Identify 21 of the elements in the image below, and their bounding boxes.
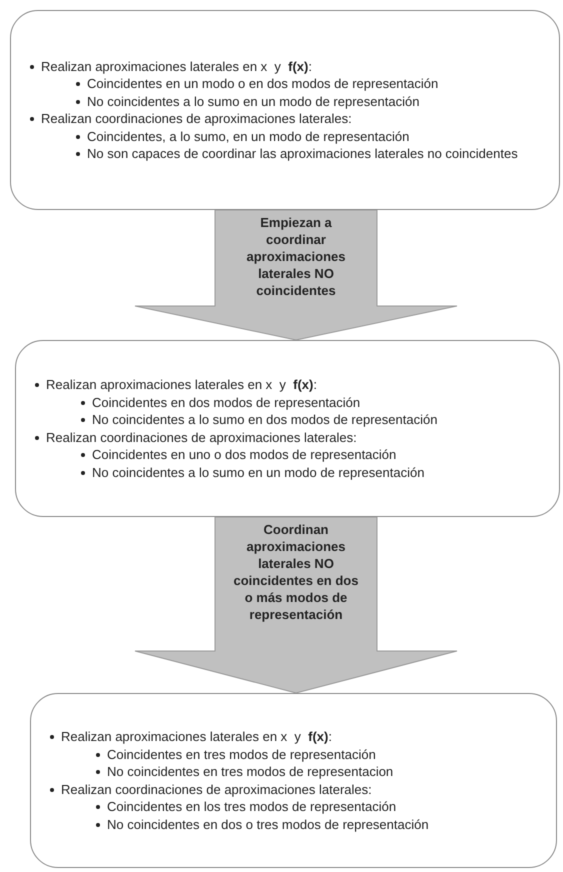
bullet-text: Coincidentes en dos modos de representación — [92, 394, 360, 410]
bullet-text: No son capaces de coordinar las aproximaciones laterales no coincidentes — [87, 146, 518, 161]
bullet-text: No coincidentes a lo sumo en un modo de representación — [87, 94, 420, 108]
bullet-text: Coincidentes en un modo o en dos modos de representación — [87, 76, 438, 91]
bullet-text: No coincidentes a lo sumo en dos modos de representación — [92, 412, 438, 427]
bullet-text: Realizan aproximaciones laterales en x y f(x): — [61, 729, 332, 744]
bullet-text: Realizan coordinaciones de aproximaciones laterales: — [41, 111, 352, 126]
bullet-text: Realizan coordinaciones de aproximaciones laterales: — [61, 782, 372, 796]
rounded-box — [15, 340, 560, 517]
bullet-text: Coincidentes en los tres modos de representación — [107, 799, 396, 814]
bullet-text: Realizan aproximaciones laterales en x y f(x): — [46, 377, 317, 392]
bullet-text: Realizan aproximaciones laterales en x y f(x): — [41, 58, 312, 74]
bullet-text: Coincidentes, a lo sumo, en un modo de representación — [87, 128, 410, 144]
rounded-box — [10, 10, 560, 210]
bullet-text: No coincidentes en tres modos de representacion — [107, 764, 394, 779]
bullet-text: No coincidentes a lo sumo en un modo de representación — [92, 464, 424, 480]
bullet-text: No coincidentes en dos o tres modos de representación — [107, 816, 429, 832]
bullet-text: Coincidentes en uno o dos modos de representación — [92, 447, 396, 462]
rounded-box — [30, 693, 557, 868]
bullet-text: Realizan coordinaciones de aproximaciones laterales: — [46, 430, 357, 444]
bullet-text: Coincidentes en tres modos de representación — [107, 746, 376, 762]
